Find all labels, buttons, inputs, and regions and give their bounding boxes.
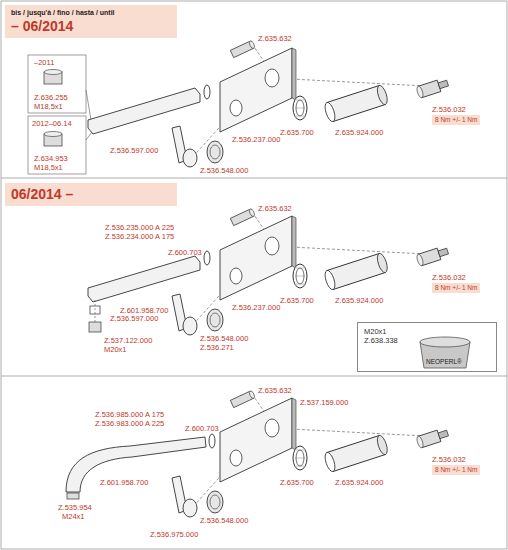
part-label: Z.635.700	[280, 478, 314, 487]
part-label: Z.536.985.000 A 175	[95, 410, 164, 419]
validity-note: bis / jusqu'à / fino / hasta / until	[11, 8, 171, 18]
part-label: M20x1	[104, 345, 127, 354]
part-label: Z.601.958.700	[100, 478, 148, 487]
torque-note: 8 Nm +/- 1 Nm	[432, 283, 480, 293]
part-label: Z.536.235.000 A 225	[105, 223, 174, 232]
part-label: Z.536.237.000	[232, 303, 280, 312]
torque-note: 8 Nm +/- 1 Nm	[432, 465, 480, 475]
part-label: Z.601.958.700	[120, 306, 168, 315]
date-band: 06/2014 –	[5, 183, 177, 206]
part-label: –2011	[34, 58, 54, 67]
part-label: Z.536.975.000	[150, 530, 198, 539]
part-label: Z.537.159.000	[300, 398, 348, 407]
part-label: Z.536.597.000	[110, 314, 158, 323]
part-number: M20x1	[364, 327, 387, 336]
part-label: M18,5x1	[34, 102, 63, 111]
inset-box: M20x1Z.638.338NEOPERL®	[357, 322, 497, 372]
part-label: Z.635.632	[258, 386, 292, 395]
part-label: Z.635.924.000	[335, 128, 383, 137]
part-label: Z.635.700	[280, 128, 314, 137]
part-label: Z.635.632	[258, 204, 292, 213]
part-label: Z.535.954	[58, 503, 92, 512]
part-label: Z.537.122.000	[104, 336, 152, 345]
part-number: Z.638.338	[364, 336, 398, 345]
part-label: Z.635.700	[280, 296, 314, 305]
part-label: Z.635.924.000	[335, 478, 383, 487]
date-heading: 06/2014 –	[11, 186, 171, 203]
torque-value: 8 Nm +/- 1 Nm	[435, 284, 477, 292]
part-label: Z.634.953	[34, 154, 68, 163]
part-label: Z.600.703	[185, 424, 219, 433]
date-band: bis / jusqu'à / fino / hasta / until– 06…	[5, 5, 177, 38]
part-label: 2012–06.14	[32, 119, 72, 128]
part-label: Z.536.983.000 A 225	[95, 419, 164, 428]
part-label: Z.536.548.000	[200, 334, 248, 343]
part-label: Z.635.632	[258, 34, 292, 43]
part-label: Z.536.237.000	[232, 135, 280, 144]
brand-name: NEOPERL®	[426, 357, 462, 366]
torque-value: 8 Nm +/- 1 Nm	[435, 116, 477, 124]
torque-note: 8 Nm +/- 1 Nm	[432, 115, 480, 125]
part-label: M18,5x1	[34, 163, 63, 172]
torque-value: 8 Nm +/- 1 Nm	[435, 466, 477, 474]
date-heading: – 06/2014	[11, 18, 171, 35]
part-label: Z.536.548.000	[200, 516, 248, 525]
part-label: Z.636.255	[34, 93, 68, 102]
part-label: Z.536.548.000	[200, 166, 248, 175]
part-label: Z.536.032	[432, 273, 466, 282]
part-label: Z.600.703	[168, 248, 202, 257]
part-label: Z.635.924.000	[335, 296, 383, 305]
part-label: Z.536.032	[432, 105, 466, 114]
part-label: Z.536.597.000	[110, 146, 158, 155]
part-label: Z.536.271	[200, 343, 234, 352]
part-label: Z.536.032	[432, 455, 466, 464]
part-label: M24x1	[62, 512, 85, 521]
part-label: Z.536.234.000 A 175	[105, 232, 174, 241]
